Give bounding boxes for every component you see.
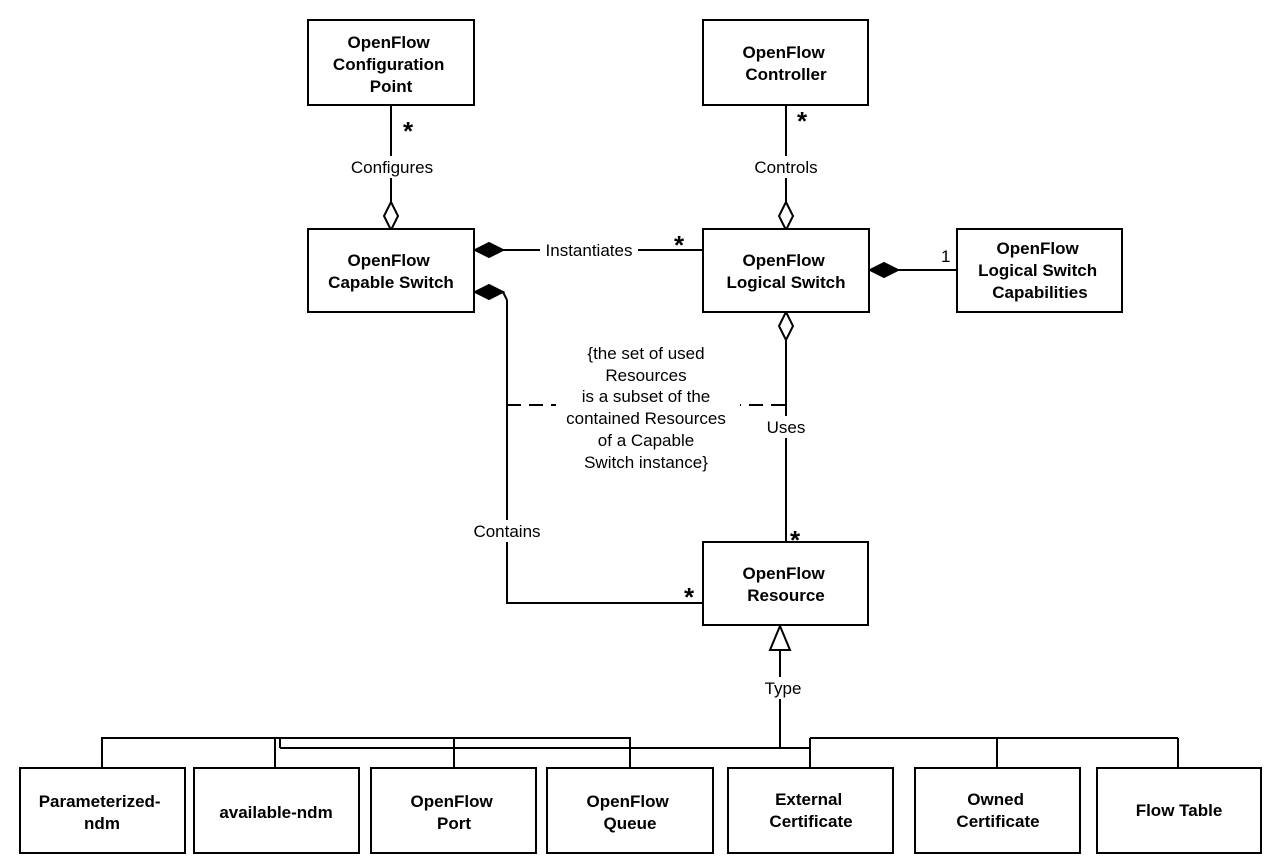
class-label: Certificate	[956, 812, 1039, 831]
class-port: OpenFlow Port	[370, 767, 537, 854]
class-external-certificate: External Certificate	[727, 767, 894, 854]
svg-text:OpenFlow Controller: OpenFlow Controller	[743, 43, 830, 84]
constraint-line: of a Capable	[598, 431, 694, 450]
class-owned-certificate: Owned Certificate	[914, 767, 1081, 854]
class-label: ndm	[84, 814, 120, 833]
configures-aggregation-diamond	[382, 199, 400, 233]
class-label: Logical Switch	[726, 273, 845, 292]
svg-text:OpenFlow Resource: OpenFlow Resource	[743, 564, 830, 605]
svg-text:Parameterized- ndm: Parameterized- ndm	[39, 792, 166, 833]
class-label: available-ndm	[219, 803, 332, 822]
contains-composition-diamond	[472, 283, 506, 301]
class-label: Port	[437, 814, 471, 833]
class-label: OpenFlow	[743, 251, 826, 270]
class-label: OpenFlow	[587, 792, 670, 811]
contains-diamond-stub	[502, 291, 508, 301]
constraint-note: {the set of used Resources is a subset o…	[566, 344, 726, 472]
svg-text:External Certificate: External Certificate	[769, 790, 852, 831]
controls-label: Controls	[754, 158, 817, 177]
class-config-point: OpenFlow Configuration Point	[307, 19, 475, 106]
controls-aggregation-diamond	[777, 199, 795, 233]
class-label: External	[775, 790, 842, 809]
class-label: Capabilities	[992, 283, 1087, 302]
generalization-branch-available	[274, 737, 281, 768]
class-parameterized-ndm: Parameterized- ndm	[19, 767, 186, 854]
class-label: Parameterized-	[39, 792, 161, 811]
class-label: Flow Table	[1136, 801, 1223, 820]
class-label: Point	[370, 77, 413, 96]
class-label: Logical Switch	[978, 261, 1097, 280]
multiplicity-resource-contains: *	[684, 582, 695, 612]
capabilities-composition-diamond	[867, 261, 901, 279]
class-label: OpenFlow	[997, 239, 1080, 258]
constraint-line: Switch instance}	[584, 453, 708, 472]
class-label: OpenFlow	[743, 564, 826, 583]
svg-text:OpenFlow Port: OpenFlow Port	[411, 792, 498, 833]
constraint-line: is a subset of the	[582, 387, 711, 406]
multiplicity-capabilities: 1	[941, 247, 950, 266]
class-label: OpenFlow	[743, 43, 826, 62]
svg-text:OpenFlow Queue: OpenFlow Queue	[587, 792, 674, 833]
class-capable-switch: OpenFlow Capable Switch	[307, 228, 475, 313]
class-controller: OpenFlow Controller	[702, 19, 869, 106]
constraint-line: {the set of used	[587, 344, 704, 363]
class-logical-switch: OpenFlow Logical Switch	[702, 228, 870, 313]
class-label: OpenFlow	[411, 792, 494, 811]
constraint-line: Resources	[605, 366, 686, 385]
class-label: OpenFlow	[348, 33, 431, 52]
class-flow-table: Flow Table	[1096, 767, 1262, 854]
uses-label: Uses	[767, 418, 806, 437]
contains-connector	[506, 300, 702, 604]
generalization-branch-queue	[453, 737, 631, 768]
type-label: Type	[765, 679, 802, 698]
generalization-branch-parameterized	[101, 737, 281, 768]
class-label: Owned	[967, 790, 1024, 809]
configures-label: Configures	[351, 158, 433, 177]
svg-text:OpenFlow Logical Switch: OpenFlow Logical Switch	[726, 251, 845, 292]
generalization-branch-external	[780, 738, 811, 768]
multiplicity-config-point: *	[403, 116, 414, 146]
uses-aggregation-diamond	[777, 309, 795, 343]
class-label: Controller	[745, 65, 827, 84]
constraint-line: contained Resources	[566, 409, 726, 428]
instantiates-composition-diamond	[472, 241, 506, 259]
class-label: OpenFlow	[348, 251, 431, 270]
svg-text:OpenFlow Capable Switch: OpenFlow Capable Switch	[328, 251, 454, 292]
svg-text:Owned Certificate: Owned Certificate	[956, 790, 1039, 831]
class-logical-switch-capabilities: OpenFlow Logical Switch Capabilities	[956, 228, 1123, 313]
contains-label: Contains	[473, 522, 540, 541]
svg-text:Flow Table: Flow Table	[1136, 801, 1223, 820]
class-resource: OpenFlow Resource	[702, 541, 869, 626]
class-queue: OpenFlow Queue	[546, 767, 714, 854]
svg-text:available-ndm: available-ndm	[219, 803, 332, 822]
multiplicity-resource-uses: *	[790, 525, 801, 555]
class-label: Resource	[747, 586, 824, 605]
generalization-triangle	[768, 623, 792, 651]
multiplicity-logical-switch: *	[674, 230, 685, 260]
class-available-ndm: available-ndm	[193, 767, 360, 854]
instantiates-label: Instantiates	[546, 241, 633, 260]
class-label: Certificate	[769, 812, 852, 831]
class-label: Configuration	[333, 55, 444, 74]
class-label: Queue	[604, 814, 657, 833]
multiplicity-controller: *	[797, 106, 808, 136]
svg-text:OpenFlow Logical Switch: OpenFlow Logical Switch Capabilities	[978, 239, 1102, 302]
svg-text:OpenFlow Configuration: OpenFlow Configuration Point	[333, 33, 449, 96]
class-label: Capable Switch	[328, 273, 454, 292]
